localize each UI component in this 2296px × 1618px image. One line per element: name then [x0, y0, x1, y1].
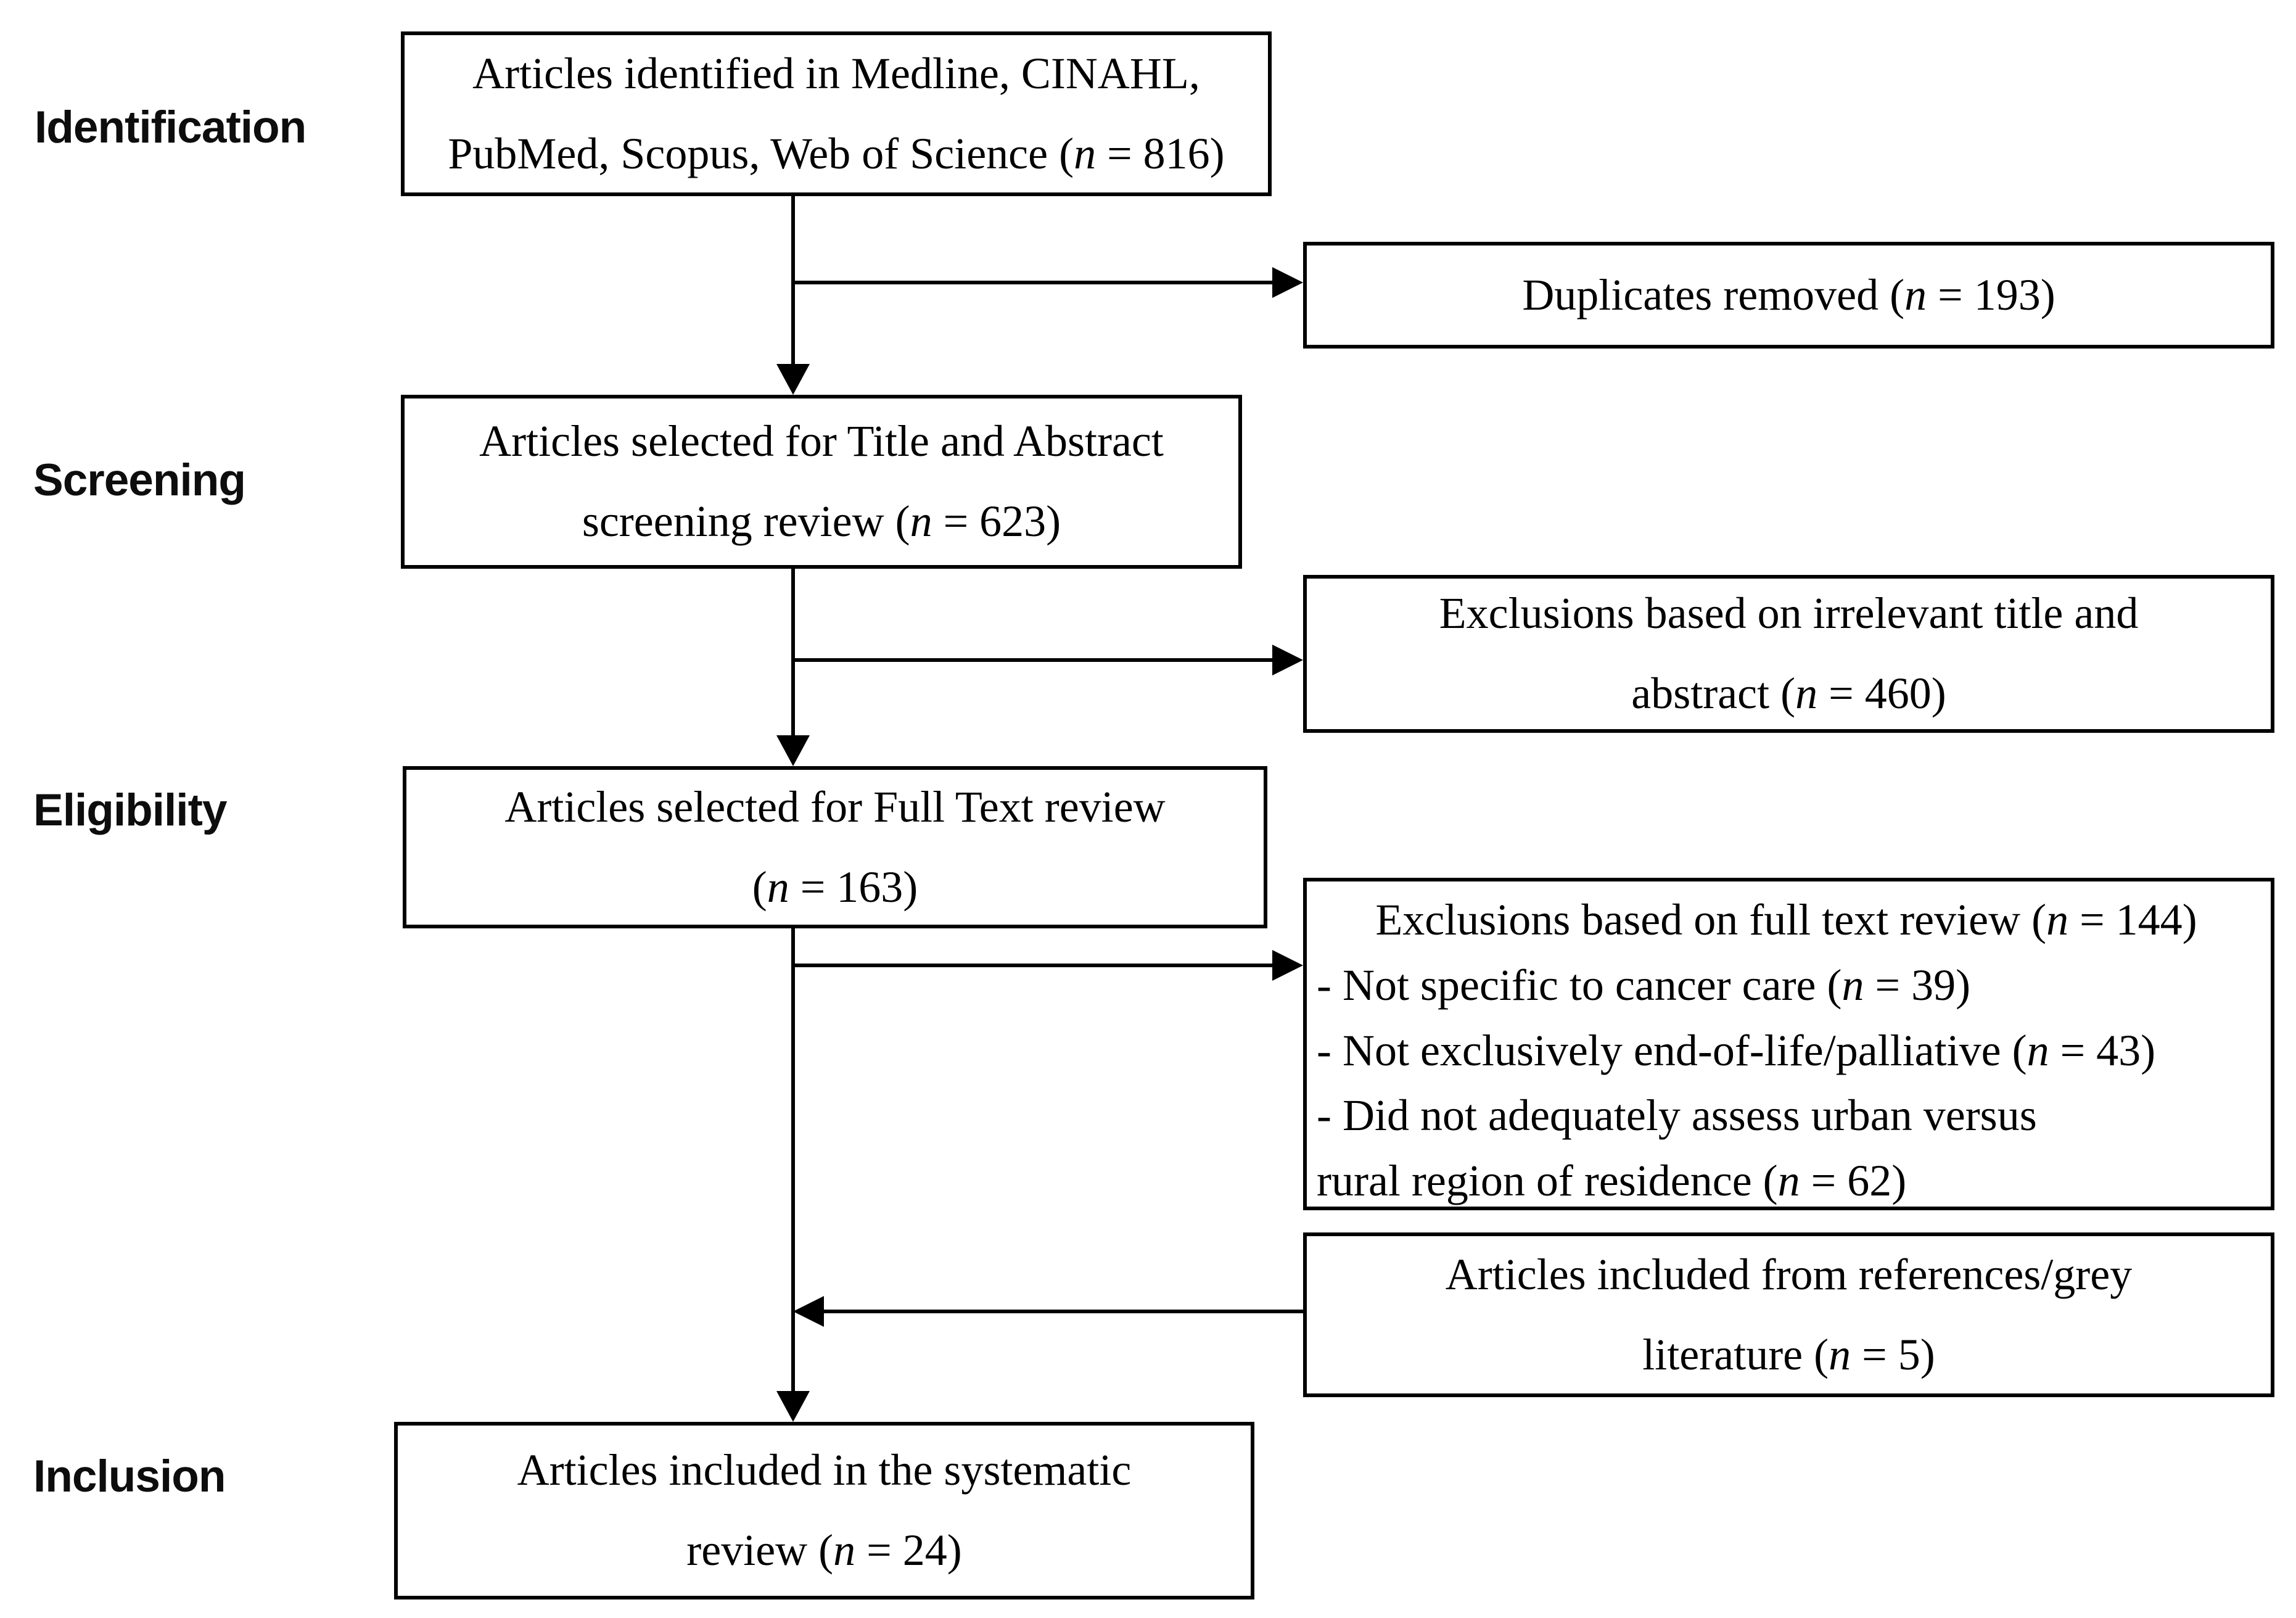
arrowhead-right-into-title-abstract-exclusions-box — [1272, 645, 1303, 675]
included-articles-box: Articles included in the systematic revi… — [394, 1422, 1254, 1599]
stage-label-inclusion: Inclusion — [33, 1451, 226, 1501]
box-text-line: - Not specific to cancer care (n = 39) — [1317, 960, 1971, 1010]
box-text-line: Articles selected for Full Text review — [504, 782, 1166, 832]
arrowhead-right-into-duplicates-box — [1272, 267, 1303, 298]
stage-label-eligibility: Eligibility — [33, 785, 227, 835]
box-text-line: Articles included in the systematic — [517, 1445, 1132, 1495]
box-text-line: Duplicates removed (n = 193) — [1522, 270, 2055, 320]
box-text-line: rural region of residence (n = 62) — [1317, 1156, 1907, 1206]
box-text-line: Articles included from references/grey — [1445, 1249, 2133, 1299]
box-text-line: Articles selected for Title and Abstract — [479, 416, 1164, 466]
connector-from-grey-literature — [821, 1310, 1303, 1313]
box-text-line: review (n = 24) — [686, 1525, 962, 1575]
box-text-line: abstract (n = 460) — [1631, 669, 1946, 718]
stage-label-screening: Screening — [33, 455, 246, 505]
arrowhead-down-into-fulltext-box — [776, 735, 810, 766]
connector-screening-to-fulltext — [791, 569, 795, 737]
arrowhead-down-into-screening-box — [776, 364, 810, 395]
connector-to-title-abstract-exclusions — [791, 658, 1275, 662]
title-abstract-screening-box: Articles selected for Title and Abstract… — [401, 395, 1242, 569]
box-text-line: - Not exclusively end-of-life/palliative… — [1317, 1025, 2156, 1075]
full-text-exclusions-box: Exclusions based on full text review (n … — [1303, 878, 2274, 1210]
box-text-line: literature (n = 5) — [1642, 1329, 1935, 1379]
arrowhead-down-into-included-box — [776, 1391, 810, 1422]
box-text-line: Exclusions based on full text review (n … — [1375, 895, 2197, 944]
connector-to-full-text-exclusions — [791, 964, 1275, 967]
arrowhead-left-into-main-flow — [793, 1296, 824, 1327]
box-text-line: - Did not adequately assess urban versus — [1317, 1091, 2037, 1141]
arrowhead-right-into-full-text-exclusions-box — [1272, 950, 1303, 981]
connector-fulltext-to-included — [791, 928, 795, 1392]
identified-articles-box: Articles identified in Medline, CINAHL, … — [401, 31, 1272, 196]
box-text-line: screening review (n = 623) — [582, 497, 1061, 546]
box-text-line: PubMed, Scopus, Web of Science (n = 816) — [448, 128, 1225, 178]
box-text-line: Exclusions based on irrelevant title and — [1439, 588, 2139, 638]
full-text-review-box: Articles selected for Full Text review (… — [403, 766, 1267, 928]
connector-to-duplicates-removed — [791, 281, 1275, 284]
box-text-line: (n = 163) — [752, 862, 918, 912]
stage-label-identification: Identification — [35, 102, 307, 152]
grey-literature-box: Articles included from references/grey l… — [1303, 1232, 2274, 1397]
box-text-line: Articles identified in Medline, CINAHL, — [472, 48, 1200, 98]
irrelevant-title-abstract-exclusions-box: Exclusions based on irrelevant title and… — [1303, 575, 2274, 733]
duplicates-removed-box: Duplicates removed (n = 193) — [1303, 242, 2274, 349]
